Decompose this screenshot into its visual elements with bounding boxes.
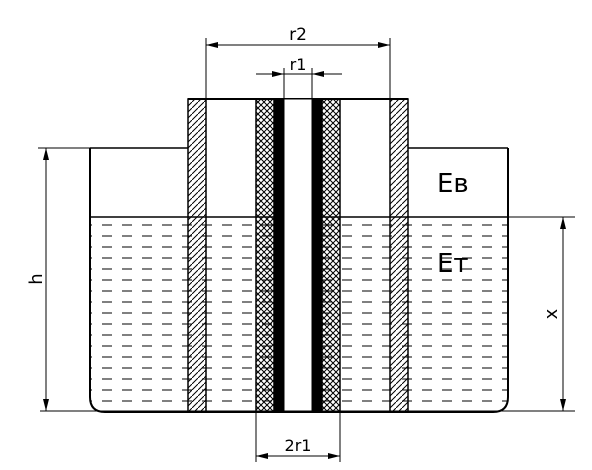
r1-arrow-left [272,71,284,77]
insulation-right [321,98,341,413]
r1-arrow-right [312,71,324,77]
h-arrow-bottom [43,399,49,411]
h-label: h [26,273,47,284]
inner-electrode-left [274,99,284,412]
x-label: x [541,308,562,319]
x-arrow-bottom [560,399,566,411]
r2-arrow-left [206,42,218,48]
h-arrow-top [43,148,49,160]
outer-electrode-left-wall [187,98,207,413]
eps-liquid-label: Eт [437,249,469,279]
two-r1-arrow-right [328,453,340,459]
insulation-left [255,98,275,413]
two-r1-arrow-left [256,453,268,459]
r1-label: r1 [290,55,307,74]
two-r1-label: 2r1 [285,436,312,455]
r2-arrow-right [378,42,390,48]
inner-electrode-right [312,99,322,412]
outer-electrode-right-wall [389,98,409,413]
inner-electrode-core [283,98,313,413]
eps-air-label: Eв [437,169,469,199]
x-arrow-top [560,217,566,229]
r2-label: r2 [289,25,307,45]
